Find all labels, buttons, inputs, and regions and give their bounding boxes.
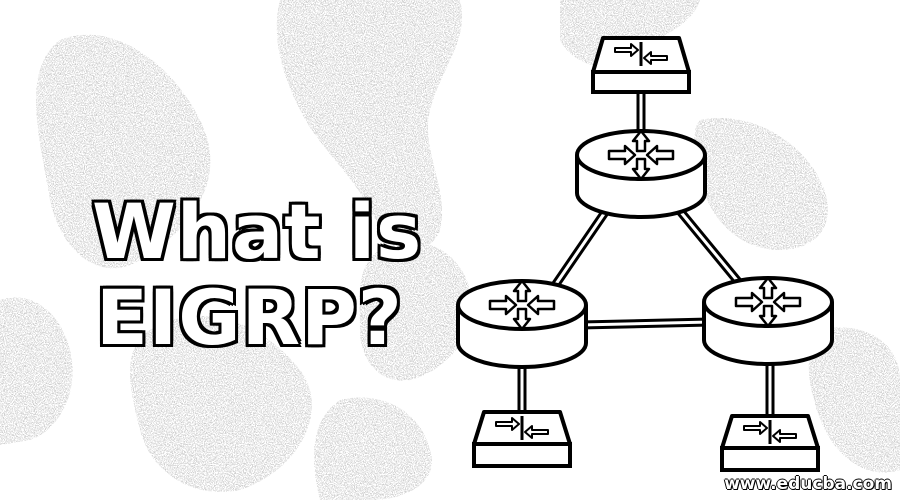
link-top-right: [670, 200, 750, 295]
switch-top-icon: [591, 36, 691, 94]
router-right-icon: [702, 276, 834, 366]
title-line-1: What is: [92, 187, 423, 276]
title-line-2: EIGRP?: [96, 273, 403, 362]
link-left-right: [575, 317, 715, 330]
switch-bottom-right-icon: [720, 414, 820, 472]
switch-bottom-left-icon: [472, 410, 572, 468]
router-left-icon: [456, 279, 588, 369]
watermark: www.educba.com: [724, 474, 892, 494]
router-top-icon: [575, 129, 707, 219]
